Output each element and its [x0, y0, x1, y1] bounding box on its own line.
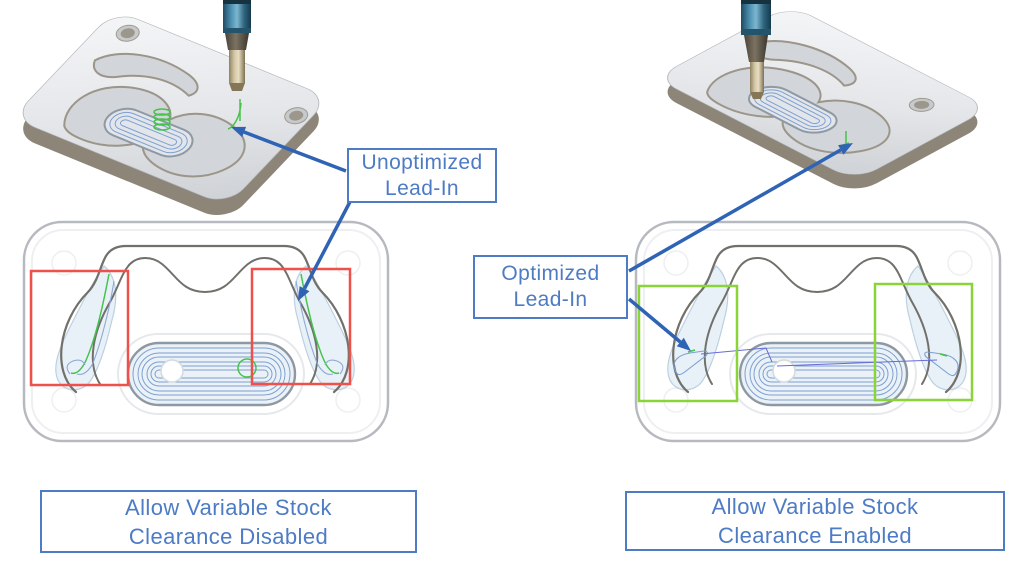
unoptimized-leadin-label: Unoptimized Lead-In [347, 148, 497, 203]
optimized-leadin-label: Optimized Lead-In [473, 255, 628, 319]
optimized-loop-right [924, 351, 959, 377]
unoptimized-leadin-label-line2: Lead-In [384, 176, 460, 200]
cutting-tool-right [741, 0, 771, 99]
view-3d-optimized [654, 0, 991, 195]
highlight-box-red-right [250, 267, 352, 386]
caption-clearance-disabled: Allow Variable Stock Clearance Disabled [40, 490, 417, 553]
unoptimized-leadin-label-line1: Unoptimized [361, 150, 483, 174]
annotation-arrows [231, 126, 853, 351]
leadin-curve-left [70, 273, 110, 375]
leadin-marker-3d-left [227, 99, 242, 130]
highlight-box-green-right [873, 282, 974, 402]
view-2d-unoptimized [22, 220, 390, 443]
helix-leadin-marker [153, 108, 171, 131]
leadin-curve-right [300, 273, 340, 375]
rapid-link-line [776, 359, 938, 367]
optimized-leadin-label-line2: Lead-In [513, 288, 588, 311]
helix-leadin-circle [237, 358, 257, 378]
cutting-tool-left [223, 0, 251, 91]
caption-disabled-line1: Allow Variable Stock [125, 494, 332, 520]
highlight-box-green-left [637, 284, 739, 403]
caption-clearance-enabled: Allow Variable Stock Clearance Enabled [625, 491, 1005, 551]
view-2d-optimized [634, 220, 1002, 443]
caption-enabled-line2: Clearance Enabled [718, 523, 912, 548]
caption-disabled-line2: Clearance Disabled [128, 523, 329, 549]
highlight-box-red-left [29, 269, 130, 387]
optimized-leadin-label-line1: Optimized [501, 262, 600, 285]
caption-enabled-line1: Allow Variable Stock [711, 494, 919, 519]
view-3d-unoptimized [11, 0, 331, 222]
rapid-link-line [700, 347, 773, 363]
